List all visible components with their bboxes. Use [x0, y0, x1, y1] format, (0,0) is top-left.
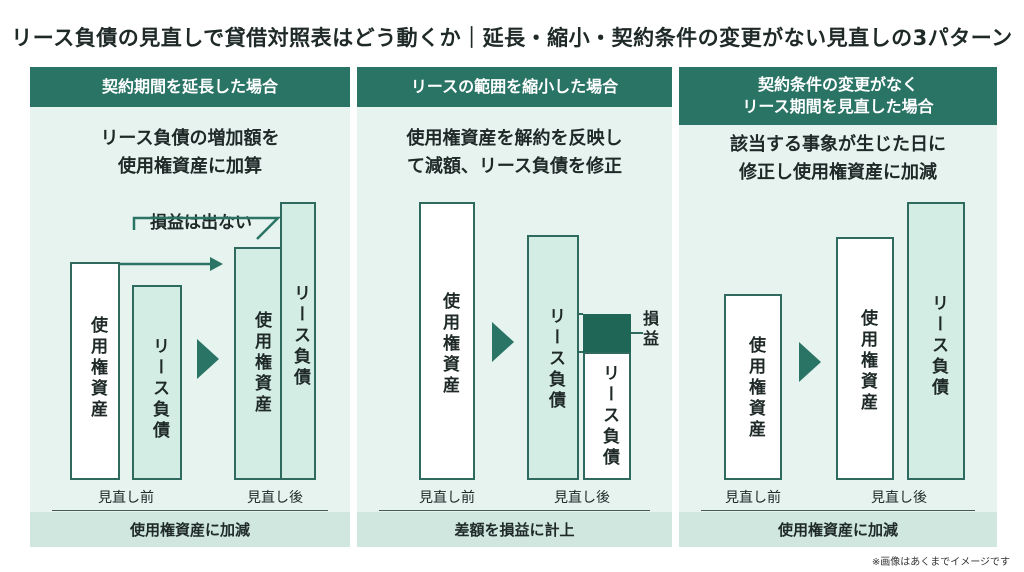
label-after: 見直し後 — [871, 490, 927, 506]
bar-label: リース負債 — [545, 307, 565, 412]
panel-footer: 使用権資産に加減 — [30, 512, 350, 547]
label-before: 見直し前 — [725, 490, 781, 506]
bar-label: リース負債 — [149, 337, 169, 442]
transition-arrow-icon — [799, 342, 821, 382]
panel-extension: 契約期間を延長した場合 リース負債の増加額を 使用権資産に加算 損益は出ない 使… — [30, 67, 350, 547]
bar-label: 使用権資産 — [251, 311, 271, 416]
panel-heading-line: 使用権資産に加算 — [118, 156, 262, 177]
panel-heading: 使用権資産を解約を反映し て減額、リース負債を修正 — [357, 125, 672, 181]
panel-header-line: リース期間を見直した場合 — [742, 97, 934, 116]
panel-header-line: 契約条件の変更がなく — [757, 75, 918, 94]
transition-arrow-icon — [197, 339, 219, 379]
label-after: 見直し後 — [247, 490, 303, 506]
panel-heading: 該当する事象が生じた日に 修正し使用権資産に加減 — [679, 131, 997, 187]
panel-heading-line: リース負債の増加額を — [100, 128, 280, 149]
bar-liability-after: リース負債 — [907, 202, 965, 480]
label-after: 見直し後 — [554, 490, 610, 506]
bar-label: 使用権資産 — [857, 309, 877, 414]
callout-arrow-shape — [132, 216, 282, 240]
panel-header: 契約期間を延長した場合 — [30, 67, 350, 107]
panel-heading-line: 該当する事象が生じた日に — [730, 134, 946, 155]
image-note: ※画像はあくまでイメージです — [871, 557, 1010, 568]
label-before: 見直し前 — [98, 490, 154, 506]
bar-label: リース負債 — [599, 364, 619, 469]
bar-rou-before: 使用権資産 — [70, 262, 120, 480]
bar-label: 使用権資産 — [439, 292, 459, 397]
bar-rou-after: 使用権資産 — [234, 247, 284, 480]
loss-connector — [579, 313, 643, 353]
bar-label: 使用権資産 — [745, 336, 765, 441]
divider — [701, 510, 975, 511]
panel-heading-line: 修正し使用権資産に加減 — [739, 162, 937, 183]
panel-footer: 差額を損益に計上 — [357, 512, 672, 547]
bar-rou-before: 使用権資産 — [419, 202, 475, 480]
panel-heading-line: 使用権資産を解約を反映し — [406, 128, 623, 149]
panel-footer: 使用権資産に加減 — [679, 512, 997, 547]
divider — [52, 510, 328, 511]
panel-header: 契約条件の変更がなく リース期間を見直した場合 — [679, 67, 997, 125]
bar-rou-after: リース負債 — [527, 235, 579, 480]
label-before: 見直し前 — [419, 490, 475, 506]
divider — [379, 510, 650, 511]
loss-label: 損益 — [640, 310, 659, 350]
bar-label: リース負債 — [928, 294, 948, 399]
bar-label: リース負債 — [290, 284, 310, 389]
growth-arrow-head — [210, 257, 223, 271]
bar-liability-after: リース負債 — [280, 202, 316, 480]
panel-reduction: リースの範囲を縮小した場合 使用権資産を解約を反映し て減額、リース負債を修正 … — [357, 67, 672, 547]
page-title: リース負債の見直しで貸借対照表はどう動くか｜延長・縮小・契約条件の変更がない見直… — [11, 26, 1013, 50]
bar-rou-before: 使用権資産 — [724, 294, 782, 480]
panel-heading-line: て減額、リース負債を修正 — [406, 156, 623, 177]
bar-label: 使用権資産 — [87, 316, 107, 421]
bar-liability-before: リース負債 — [132, 285, 182, 480]
transition-arrow-icon — [492, 322, 514, 362]
panel-heading: リース負債の増加額を 使用権資産に加算 — [30, 125, 350, 181]
bar-liability-after: リース負債 — [583, 352, 631, 480]
panel-header: リースの範囲を縮小した場合 — [357, 67, 672, 107]
loss-block — [583, 314, 631, 352]
bar-rou-after: 使用権資産 — [836, 237, 894, 480]
panel-term-review: 契約条件の変更がなく リース期間を見直した場合 該当する事象が生じた日に 修正し… — [679, 67, 997, 547]
